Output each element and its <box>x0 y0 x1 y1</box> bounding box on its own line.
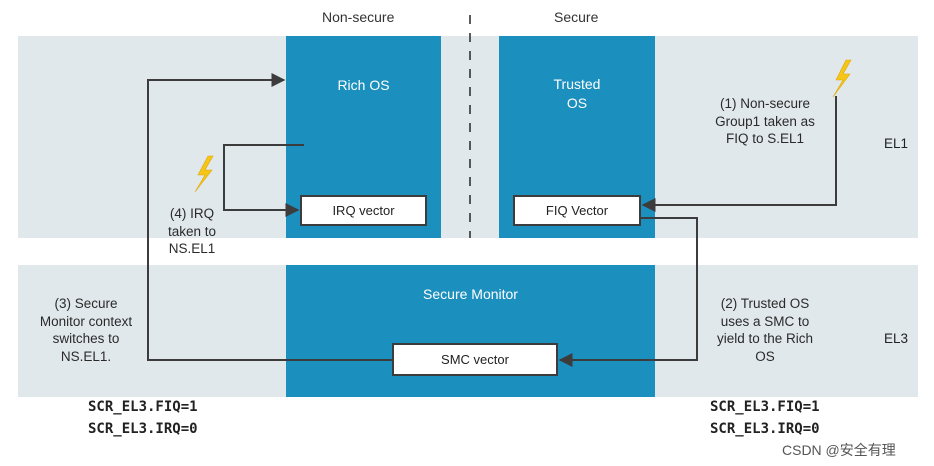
step3-line: Monitor context <box>39 313 133 329</box>
trusted-os-title: Trusted OS <box>499 75 655 113</box>
irq-arrow <box>223 144 304 217</box>
step2-line: uses a SMC to <box>720 313 810 329</box>
watermark: CSDN @安全有理 <box>782 442 896 458</box>
step2-label: (2) Trusted OS uses a SMC to yield to th… <box>694 295 836 365</box>
step4-label: (4) IRQ taken to NS.EL1 <box>148 205 236 258</box>
step2-line: (2) Trusted OS <box>720 296 810 311</box>
context-switch-arrow <box>147 73 392 361</box>
step3-line: (3) Secure <box>54 296 118 311</box>
step1-line: (1) Non-secure <box>719 96 811 111</box>
step2-line: yield to the Rich <box>716 331 814 346</box>
rich-os-title: Rich OS <box>337 77 390 93</box>
step3-line: switches to <box>52 331 120 346</box>
register-line: SCR_EL3.FIQ=1 <box>88 399 198 415</box>
step2-line: OS <box>755 348 775 364</box>
el3-label: EL3 <box>884 331 909 346</box>
trusted-os-title-line2: OS <box>566 95 588 111</box>
step3-line: NS.EL1. <box>60 348 112 364</box>
lightning-icon-fiq <box>832 59 852 98</box>
el1-label: EL1 <box>884 136 909 151</box>
register-line: SCR_EL3.FIQ=1 <box>710 399 820 415</box>
smc-call-arrow <box>558 217 698 367</box>
step1-line: FIQ to S.EL1 <box>725 131 805 146</box>
trusted-os-title-line1: Trusted <box>553 76 601 92</box>
step4-line: (4) IRQ <box>169 206 215 221</box>
smc-vector-box: SMC vector <box>392 343 558 376</box>
step4-line: taken to <box>167 223 217 239</box>
secure-monitor-title: Secure Monitor <box>423 286 518 302</box>
registers-right: SCR_EL3.FIQ=1 SCR_EL3.IRQ=0 <box>710 396 820 440</box>
register-line: SCR_EL3.IRQ=0 <box>88 421 198 437</box>
lightning-icon-irq <box>194 155 214 193</box>
step3-label: (3) Secure Monitor context switches to N… <box>24 295 148 365</box>
irq-vector-box: IRQ vector <box>300 195 427 226</box>
fiq-vector-box: FIQ Vector <box>513 195 641 226</box>
secure-title: Secure <box>554 9 599 25</box>
non-secure-title: Non-secure <box>322 9 395 25</box>
step4-line: NS.EL1 <box>168 241 216 256</box>
register-line: SCR_EL3.IRQ=0 <box>710 421 820 437</box>
step1-label: (1) Non-secure Group1 taken as FIQ to S.… <box>694 95 836 148</box>
step1-line: Group1 taken as <box>715 113 815 129</box>
registers-left: SCR_EL3.FIQ=1 SCR_EL3.IRQ=0 <box>88 396 198 440</box>
fiq-arrow <box>641 96 837 212</box>
secure-monitor-block: Secure Monitor <box>286 265 655 397</box>
